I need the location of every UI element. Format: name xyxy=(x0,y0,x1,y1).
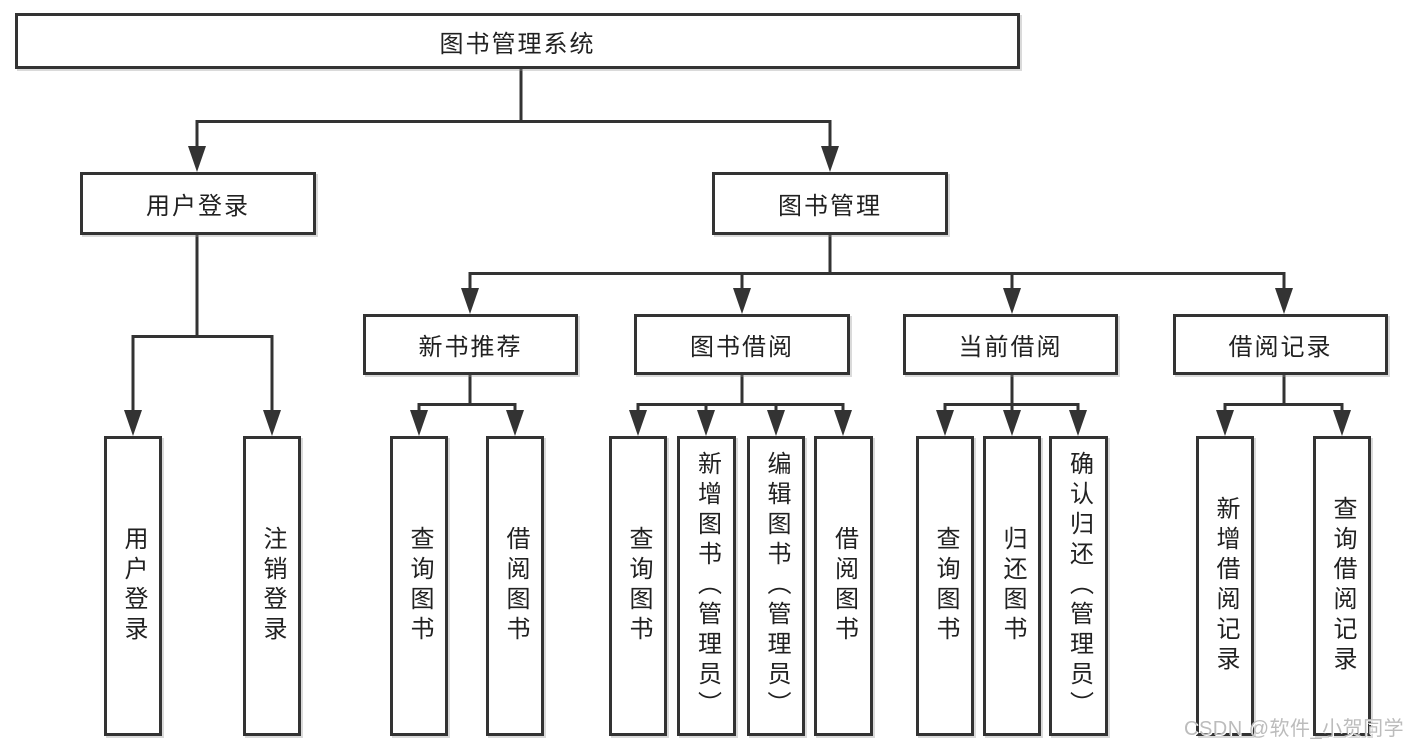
leaf-newbooks-borrow: 借阅图书 xyxy=(486,436,544,736)
leaf-records-query: 查询借阅记录 xyxy=(1313,436,1371,736)
node-label: 用户登录 xyxy=(120,526,147,646)
csdn-watermark: CSDN @软件_小贺同学 xyxy=(1184,718,1405,740)
leaf-logout: 注销登录 xyxy=(243,436,301,736)
leaf-newbooks-query: 查询图书 xyxy=(390,436,448,736)
leaf-records-add: 新增借阅记录 xyxy=(1196,436,1254,736)
node-label: 当前借阅 xyxy=(958,334,1063,361)
node-book-borrowing: 图书借阅 xyxy=(634,314,850,375)
node-label: 新增图书（管理员） xyxy=(693,451,721,721)
leaf-current-query: 查询图书 xyxy=(916,436,974,736)
node-label: 注销登录 xyxy=(259,526,286,646)
leaf-borrowing-borrow: 借阅图书 xyxy=(814,436,873,736)
node-label: 查询借阅记录 xyxy=(1329,496,1356,676)
leaf-current-return: 归还图书 xyxy=(983,436,1041,736)
leaf-borrowing-add: 新增图书（管理员） xyxy=(677,436,736,736)
node-label: 图书管理 xyxy=(778,193,882,220)
node-borrow-records: 借阅记录 xyxy=(1173,314,1388,375)
node-label: 借阅图书 xyxy=(502,526,529,646)
leaf-borrowing-edit: 编辑图书（管理员） xyxy=(747,436,805,736)
leaf-current-confirm: 确认归还（管理员） xyxy=(1049,436,1108,736)
node-label: 查询图书 xyxy=(625,526,652,646)
node-label: 借阅记录 xyxy=(1228,334,1333,361)
node-label: 查询图书 xyxy=(932,526,959,646)
node-root: 图书管理系统 xyxy=(15,13,1020,69)
node-book-management: 图书管理 xyxy=(712,172,948,235)
connector-strokes xyxy=(131,69,1344,414)
node-label: 新增借阅记录 xyxy=(1212,496,1239,676)
node-label: 新书推荐 xyxy=(418,334,523,361)
node-label: 图书借阅 xyxy=(690,334,794,361)
leaf-borrowing-query: 查询图书 xyxy=(609,436,667,736)
node-label: 用户登录 xyxy=(146,193,250,220)
node-label: 编辑图书（管理员） xyxy=(763,451,790,721)
node-label: 确认归还（管理员） xyxy=(1065,451,1093,721)
node-current-borrowing: 当前借阅 xyxy=(903,314,1118,375)
node-new-books: 新书推荐 xyxy=(363,314,578,375)
node-user-login: 用户登录 xyxy=(80,172,316,235)
node-label: 图书管理系统 xyxy=(439,30,596,58)
node-label: 查询图书 xyxy=(406,526,433,646)
node-label: 归还图书 xyxy=(999,526,1026,646)
node-label: 借阅图书 xyxy=(830,526,858,646)
arrowhead-icons xyxy=(124,146,1351,436)
leaf-user-login: 用户登录 xyxy=(104,436,162,736)
